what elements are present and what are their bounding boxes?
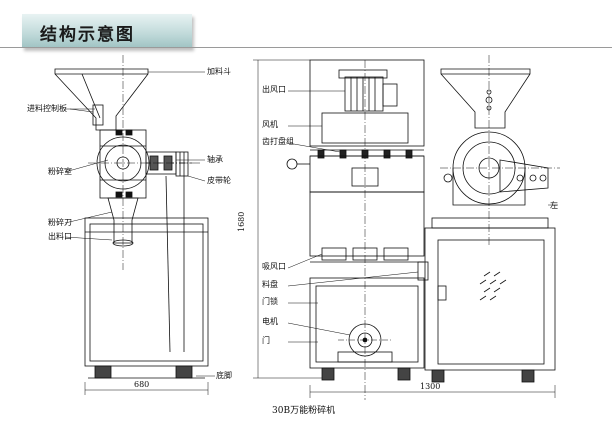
label-hopper: 加料斗 — [207, 67, 231, 76]
title-divider — [0, 47, 612, 48]
label-foot: 底脚 — [216, 371, 232, 380]
upper-housing — [309, 59, 425, 147]
diagram-title: 结构示意图 — [40, 25, 135, 45]
label-side-cut: 左 — [550, 201, 558, 210]
label-gear-plate: 齿打盘组 — [262, 137, 294, 146]
diagram-caption: 30B万能粉碎机 — [272, 406, 336, 416]
title-banner — [22, 14, 192, 48]
label-suction-port: 吸风口 — [262, 262, 286, 271]
label-feed-control: 进料控制板 — [27, 104, 67, 113]
label-pulley: 皮带轮 — [207, 176, 231, 185]
hopper-left — [54, 68, 149, 131]
base-cabinet-left — [84, 217, 209, 367]
label-fan: 风机 — [262, 120, 278, 129]
label-air-outlet: 出风口 — [262, 85, 286, 94]
label-door: 门 — [262, 336, 270, 345]
label-motor: 电机 — [262, 317, 278, 326]
dimension-width-left: 680 — [134, 380, 150, 389]
label-hopper-tray: 料盘 — [262, 280, 278, 289]
dimension-width-right: 1300 — [420, 382, 441, 391]
front-view — [253, 59, 429, 400]
left-side-view — [54, 55, 215, 395]
label-door-lock: 门锁 — [262, 297, 278, 306]
label-outlet-left: 出料口 — [48, 232, 72, 241]
label-crushing-knife: 粉碎刀 — [48, 218, 72, 227]
label-crushing-chamber: 粉碎室 — [48, 167, 72, 176]
label-bearing: 轴承 — [207, 155, 223, 164]
right-side-view — [309, 55, 560, 398]
base-cabinet-right — [424, 227, 556, 371]
dimension-height: 1680 — [237, 211, 246, 232]
lower-cabinet — [309, 277, 425, 369]
